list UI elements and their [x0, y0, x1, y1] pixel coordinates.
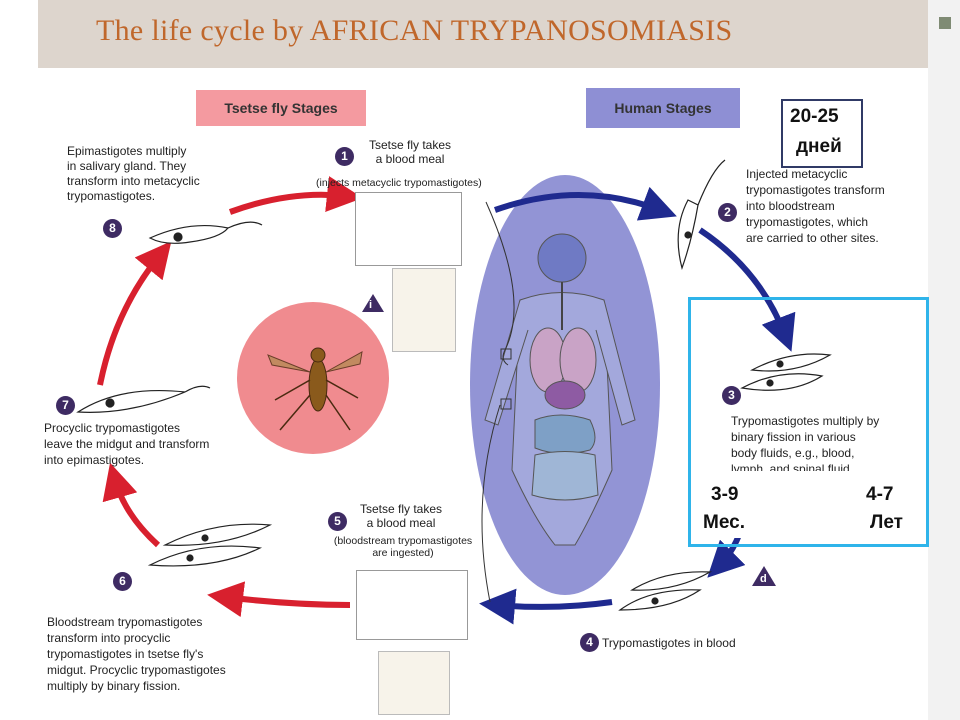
arrow-7-to-8: [97, 241, 172, 386]
human-stages-label: Human Stages: [586, 88, 740, 128]
diagnostic-stage-marker: [752, 566, 776, 586]
step-6-badge: 6: [113, 572, 132, 591]
step-7-line-1: Procyclic trypomastigotes: [44, 421, 181, 435]
midgut-sketch: [378, 651, 450, 715]
title-bar: [38, 0, 928, 68]
step-1-text: Tsetse fly takes a blood meal: [355, 138, 465, 166]
step-2-line-2: trypomastigotes transform: [746, 183, 885, 197]
connector-line-bottom: [481, 404, 501, 603]
step-8-line-3: transform into metacyclic: [67, 174, 200, 188]
arrow-6-to-7: [102, 462, 161, 548]
step-7-line-2: leave the midgut and transform: [44, 437, 210, 451]
tsetse-feeding-sketch-top: [355, 192, 462, 266]
step-5-line-1: Tsetse fly takes: [359, 502, 443, 516]
step-8-badge: 8: [103, 219, 122, 238]
step-4-text: Trypomastigotes in blood: [602, 636, 736, 650]
step-1-badge: 1: [335, 147, 354, 166]
step-5-note-line-2: are ingested): [372, 547, 434, 559]
step-6-line-1: Bloodstream trypomastigotes: [47, 615, 203, 629]
arrow-5-to-6: [207, 581, 351, 618]
days-unit: дней: [796, 136, 842, 157]
site-marker-lower: [500, 398, 512, 410]
step-8-text: Epimastigotes multiply in salivary gland…: [67, 144, 200, 204]
slide-title: The life cycle by AFRICAN TRYPANOSOMIASI…: [96, 14, 733, 47]
step-5-badge: 5: [328, 512, 347, 531]
step-2-line-5: are carried to other sites.: [746, 231, 879, 245]
months-unit: Мес.: [703, 512, 745, 533]
parasite-illustration-4: [618, 571, 713, 611]
step-1-note: (injects metacyclic trypomastigotes): [316, 177, 482, 189]
tsetse-feeding-sketch-bottom: [356, 570, 468, 640]
parasite-illustration-2: [677, 159, 726, 271]
step-6-line-3: trypomastigotes in tsetse fly's: [47, 647, 204, 661]
infective-marker-letter: i: [369, 299, 373, 311]
arrow-2-to-3: [698, 227, 796, 352]
parasite-illustration-8: [148, 221, 263, 244]
step-7-text: Procyclic trypomastigotes leave the midg…: [44, 420, 209, 468]
arrow-1-to-2: [494, 186, 677, 221]
connector-line-top: [485, 201, 515, 366]
step-1-line-2: a blood meal: [375, 152, 445, 166]
parasite-illustration-6: [147, 523, 273, 567]
step-8-line-2: in salivary gland. They: [67, 159, 187, 173]
tsetse-fly-stages-label: Tsetse fly Stages: [196, 90, 366, 126]
years-value: 4-7: [866, 484, 894, 505]
step-3-line-3: body fluids, e.g., blood,: [731, 446, 855, 460]
diagnostic-marker-letter: d: [760, 573, 767, 585]
step-7-badge: 7: [56, 396, 75, 415]
salivary-gland-sketch: [392, 268, 456, 352]
step-3-text: Trypomastigotes multiply by binary fissi…: [731, 413, 879, 477]
step-1-line-1: Tsetse fly takes: [368, 138, 452, 152]
step-2-badge: 2: [718, 203, 737, 222]
corner-square-decoration: [939, 17, 951, 29]
step-6-line-4: midgut. Procyclic trypomastigotes: [47, 663, 226, 677]
step-6-text: Bloodstream trypomastigotes transform in…: [47, 614, 226, 694]
step-7-line-3: into epimastigotes.: [44, 453, 145, 467]
arrow-4-to-5: [479, 588, 613, 625]
highlight-frame: [688, 297, 929, 547]
step-2-line-4: trypomastigotes, which: [746, 215, 869, 229]
parasite-illustration-7: [76, 385, 211, 413]
step-3-line-2: binary fission in various: [731, 430, 856, 444]
years-unit: Лет: [870, 512, 903, 533]
parasite-illustration-3: [740, 353, 832, 391]
human-figure-illustration: [484, 233, 636, 546]
step-3-line-1: Trypomastigotes multiply by: [731, 414, 880, 428]
tsetse-fly-illustration: [267, 347, 363, 431]
step-8-line-1: Epimastigotes multiply: [67, 144, 187, 158]
step-5-line-2: a blood meal: [366, 516, 436, 530]
step-2-line-3: into bloodstream: [746, 199, 835, 213]
step-6-line-2: transform into procyclic: [47, 631, 171, 645]
incubation-days-box: [781, 99, 863, 168]
days-value: 20-25: [790, 106, 839, 127]
step-5-text: Tsetse fly takes a blood meal: [346, 502, 456, 530]
infective-stage-marker: [362, 294, 384, 312]
site-marker-upper: [500, 348, 512, 360]
step-2-text: Injected metacyclic trypomastigotes tran…: [746, 166, 885, 246]
months-value: 3-9: [711, 484, 739, 505]
step-3-badge: 3: [722, 386, 741, 405]
step-8-line-4: trypomastigotes.: [67, 189, 156, 203]
arrow-8-to-1: [228, 176, 363, 215]
step-2-line-1: Injected metacyclic: [746, 167, 848, 181]
step-5-note: (bloodstream trypomastigotes are ingeste…: [318, 535, 488, 559]
duration-annotation-panel: [691, 471, 922, 538]
step-6-line-5: multiply by binary fission.: [47, 679, 181, 693]
step-5-note-line-1: (bloodstream trypomastigotes: [333, 535, 473, 547]
step-4-badge: 4: [580, 633, 599, 652]
slide-right-margin: [928, 0, 960, 720]
